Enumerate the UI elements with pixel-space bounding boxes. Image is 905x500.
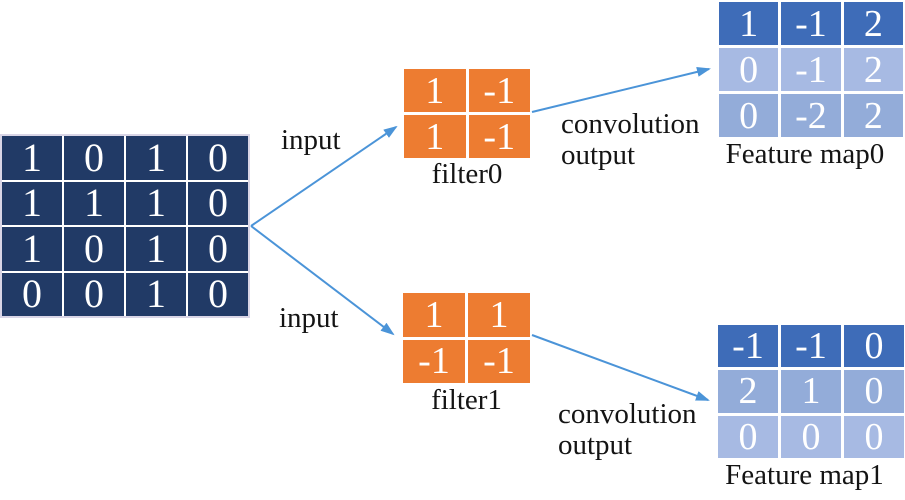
filter0-label: filter0 <box>431 158 503 190</box>
matrix-cell: 1 <box>2 181 62 225</box>
matrix-cell: 2 <box>718 370 778 413</box>
matrix-cell: 0 <box>2 272 62 316</box>
matrix-cell: 0 <box>719 48 779 91</box>
matrix-cell: 1 <box>2 136 62 180</box>
matrix-cell: -1 <box>781 48 841 91</box>
matrix-cell: 0 <box>64 272 124 316</box>
matrix-cell: 0 <box>188 136 248 180</box>
matrix-cell: -1 <box>781 2 841 45</box>
matrix-cell: 0 <box>188 272 248 316</box>
filter1-label: filter1 <box>431 384 502 416</box>
convolution-output-label-bottom: convolution output <box>558 398 697 461</box>
feature-map1-label: Feature map1 <box>725 459 884 491</box>
matrix-cell: 0 <box>188 181 248 225</box>
matrix-cell: 2 <box>843 2 903 45</box>
matrix-cell: 2 <box>843 48 903 91</box>
matrix-cell: 0 <box>64 136 124 180</box>
matrix-cell: 1 <box>126 272 186 316</box>
matrix-cell: -1 <box>403 339 465 383</box>
matrix-cell: -1 <box>468 115 530 158</box>
convolution-output-label-top: convolution output <box>561 108 700 171</box>
matrix-cell: 0 <box>188 227 248 271</box>
input-edge-label-top: input <box>281 124 341 156</box>
matrix-cell: 0 <box>719 94 779 137</box>
matrix-cell: 0 <box>718 415 778 458</box>
matrix-cell: 1 <box>404 115 466 158</box>
matrix-cell: 1 <box>126 181 186 225</box>
matrix-cell: 1 <box>468 293 530 337</box>
matrix-cell: 2 <box>843 94 903 137</box>
matrix-cell: 0 <box>844 370 904 413</box>
matrix-cell: -1 <box>468 69 530 112</box>
matrix-cell: 1 <box>2 227 62 271</box>
matrix-cell: 1 <box>719 2 779 45</box>
matrix-cell: -1 <box>468 339 530 383</box>
matrix-cell: 0 <box>844 415 904 458</box>
matrix-cell: 1 <box>126 227 186 271</box>
matrix-cell: 1 <box>781 370 841 413</box>
feature-map0-label: Feature map0 <box>725 138 885 170</box>
matrix-cell: 0 <box>844 325 904 368</box>
matrix-cell: 1 <box>64 181 124 225</box>
matrix-cell: 1 <box>126 136 186 180</box>
matrix-cell: 1 <box>403 293 465 337</box>
input-edge-label-bottom: input <box>279 302 339 334</box>
arrow-filter0-to-feature-map0 <box>531 66 711 113</box>
matrix-cell: -1 <box>781 325 841 368</box>
matrix-cell: 0 <box>781 415 841 458</box>
matrix-cell: -1 <box>718 325 778 368</box>
matrix-cell: 1 <box>404 69 466 112</box>
matrix-cell: 0 <box>64 227 124 271</box>
arrow-filter1-to-feature-map1 <box>531 334 710 401</box>
matrix-cell: -2 <box>781 94 841 137</box>
